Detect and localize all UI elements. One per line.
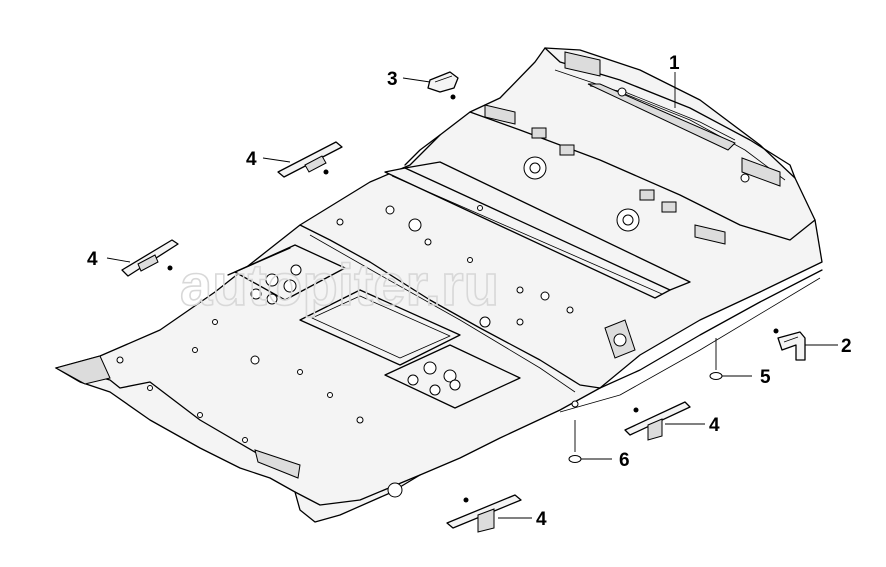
watermark-text: autopiter.ru [180,253,499,318]
callout-4-left: 4 [87,249,98,270]
callout-2: 2 [841,336,852,357]
callout-4-lower: 4 [536,509,547,530]
callout-5: 5 [760,367,771,388]
callout-6: 6 [619,450,630,471]
callout-4-upper: 4 [246,149,257,170]
bracket-part-4-upper [262,141,343,178]
callout-1: 1 [669,53,680,74]
bracket-part-2 [773,328,838,361]
bracket-part-3 [402,71,459,100]
fastener-part-6 [568,420,612,463]
floor-panel [54,47,823,523]
bracket-part-4-lower [446,494,532,533]
fastener-part-5 [709,338,752,380]
panel-holes [116,205,579,498]
bracket-part-4-right [624,401,705,441]
callout-4-right: 4 [709,415,720,436]
callout-3: 3 [387,69,398,90]
bracket-part-4-left [106,239,179,277]
